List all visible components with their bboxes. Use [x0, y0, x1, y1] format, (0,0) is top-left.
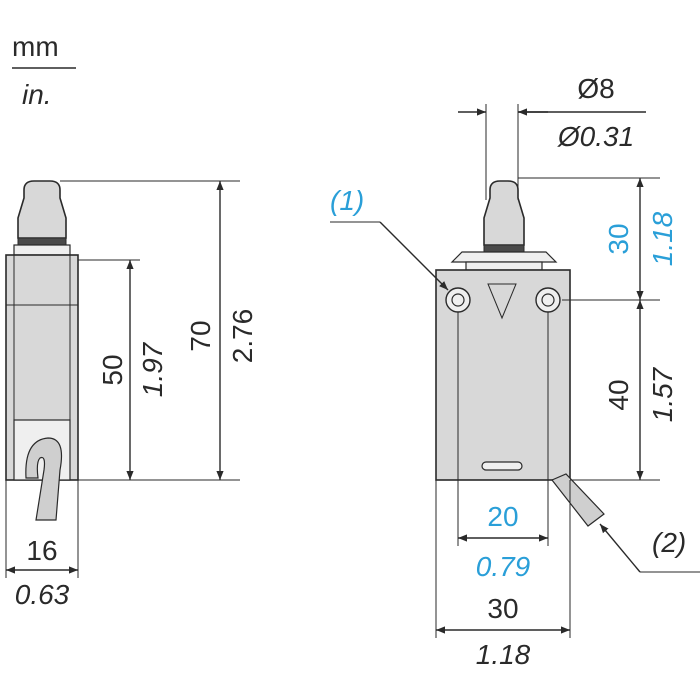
- front-dim-20-label: 20: [487, 501, 518, 532]
- unit-mm-label: mm: [12, 31, 59, 62]
- front-dim-118h-label: 1.18: [476, 639, 531, 670]
- mount-hole-left-inner: [451, 293, 465, 307]
- front-cable: [551, 473, 605, 527]
- callout-2-label: (2): [652, 527, 686, 558]
- unit-inch-label: in.: [22, 79, 52, 110]
- front-slot: [481, 461, 523, 471]
- side-view: 50 1.97 70 2.76 16 0.63: [5, 180, 258, 610]
- front-plunger: [483, 180, 525, 246]
- front-cam-notch: [487, 283, 517, 320]
- mount-hole-right-inner: [541, 293, 555, 307]
- front-dim-079-label: 0.79: [476, 551, 531, 582]
- front-dim-dia-mm-label: Ø8: [577, 73, 614, 104]
- side-dim-16-label: 16: [26, 535, 57, 566]
- callout-1-leader: [379, 221, 449, 291]
- mount-hole-left: [445, 287, 471, 313]
- front-view: Ø8 Ø0.31 30 1.18 40 1.57 20 0.79 30 1.18…: [330, 73, 700, 670]
- side-dim-276-label: 2.76: [227, 309, 258, 364]
- front-dim-40-label: 40: [603, 379, 634, 410]
- front-dim-118v-label: 1.18: [647, 211, 678, 266]
- callout-2-leader: [599, 523, 641, 573]
- side-dim-063-label: 0.63: [15, 579, 70, 610]
- side-dim-70-label: 70: [185, 320, 216, 351]
- front-dim-30h-label: 30: [487, 593, 518, 624]
- front-dim-30v-label: 30: [603, 223, 634, 254]
- front-head-rim: [465, 261, 543, 271]
- units-legend: mm in.: [12, 31, 76, 110]
- front-head: [450, 251, 558, 263]
- front-dim-dia-in-label: Ø0.31: [557, 121, 634, 152]
- front-plunger-seal: [483, 244, 525, 253]
- mount-hole-right: [535, 287, 561, 313]
- side-plunger-collar: [13, 244, 71, 256]
- side-dim-50-label: 50: [97, 354, 128, 385]
- side-plunger: [17, 180, 67, 239]
- side-plunger-seal: [17, 237, 67, 246]
- side-dim-197-label: 1.97: [137, 341, 168, 397]
- side-cable: [25, 437, 63, 521]
- callout-1-label: (1): [330, 185, 364, 216]
- front-dim-157-label: 1.57: [647, 366, 678, 422]
